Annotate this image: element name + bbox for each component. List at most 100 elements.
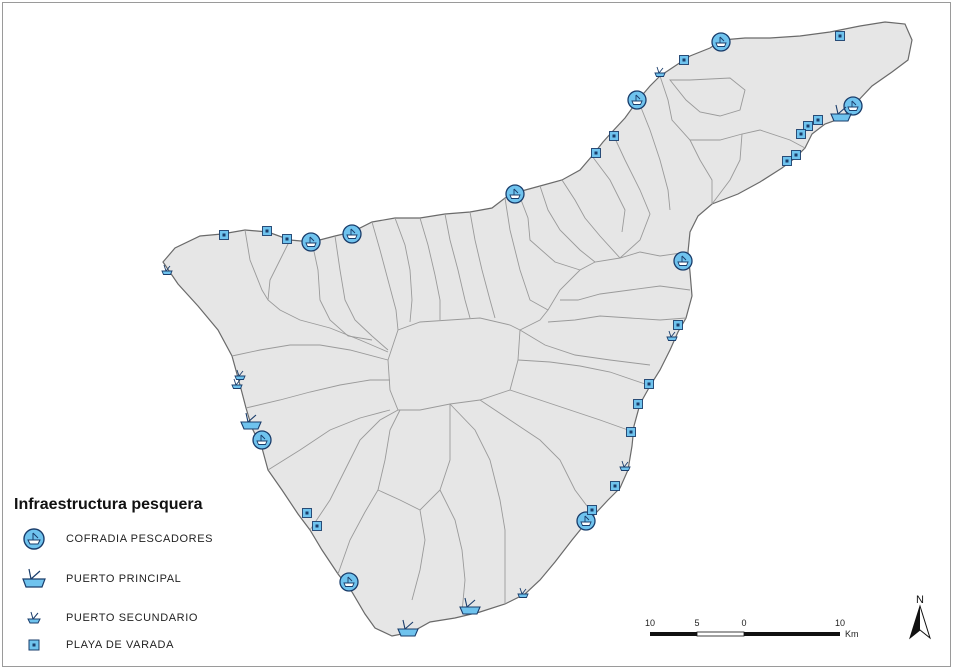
legend: Infraestructura pesquera COFRADIA PESCAD… (14, 496, 314, 651)
boundary-line (267, 409, 391, 471)
boundary-line (637, 99, 671, 211)
puerto-principal-marker (397, 619, 419, 637)
boundary-line (560, 285, 691, 301)
playa-varada-marker (633, 399, 643, 409)
legend-item-playa-varada: PLAYA DE VARADA (14, 632, 174, 658)
playa-varada-marker (312, 521, 322, 531)
puerto-secundario-marker (654, 66, 666, 77)
playa-varada-marker (679, 55, 689, 65)
cofradia-marker (711, 32, 731, 52)
boundary-line (539, 185, 596, 263)
boundary-line (444, 213, 471, 319)
playa-varada-marker (791, 150, 801, 160)
boundary-line (591, 155, 626, 233)
scale-bar-segment (696, 631, 745, 637)
boundary-line (659, 75, 806, 149)
playa-varada-marker (796, 129, 806, 139)
cofradia-icon (14, 526, 54, 552)
boundary-line (561, 179, 621, 259)
boundary-line (449, 403, 506, 604)
scale-unit-label: Km (845, 629, 859, 639)
north-arrow-half (910, 606, 920, 638)
playa-varada-marker (626, 427, 636, 437)
cofradia-marker (627, 90, 647, 110)
boundary-line (334, 235, 389, 351)
boundary-line (419, 404, 451, 511)
playa-varada-marker (813, 115, 823, 125)
legend-label-puerto-secundario: PUERTO SECUNDARIO (66, 612, 199, 624)
cofradia-marker (301, 232, 321, 252)
playa-varada-marker (644, 379, 654, 389)
playa-varada-icon (14, 632, 54, 658)
puerto-secundario-marker (231, 378, 243, 389)
legend-label-cofradia: COFRADIA PESCADORES (66, 533, 214, 545)
puerto-principal-marker (830, 104, 852, 122)
puerto-secundario-marker (161, 264, 173, 275)
playa-varada-marker (609, 131, 619, 141)
municipal-boundaries (231, 75, 806, 613)
puerto-principal-marker (240, 412, 262, 430)
legend-item-puerto-secundario: PUERTO SECUNDARIO (14, 605, 198, 631)
scale-tick-label: 10 (645, 618, 655, 628)
legend-item-puerto-principal: PUERTO PRINCIPAL (14, 566, 181, 592)
boundary-line (371, 221, 399, 331)
legend-label-puerto-principal: PUERTO PRINCIPAL (66, 573, 182, 585)
boundary-line (669, 77, 746, 117)
boundary-line (231, 344, 389, 361)
boundary-line (519, 329, 651, 366)
puerto-secundario-marker (666, 330, 678, 341)
playa-varada-marker (282, 234, 292, 244)
playa-varada-marker (302, 508, 312, 518)
boundary-line (504, 197, 549, 311)
boundary-line (611, 131, 651, 259)
boundary-line (517, 359, 646, 385)
playa-varada-marker (835, 31, 845, 41)
island-shape (162, 21, 913, 637)
scale-tick-label: 10 (835, 618, 845, 628)
scale-bar-segment (744, 632, 840, 636)
boundary-line (689, 139, 713, 204)
boundary-line (547, 315, 687, 323)
playa-varada-marker (782, 156, 792, 166)
playa-varada-marker (262, 226, 272, 236)
cofradia-marker (843, 96, 863, 116)
north-arrow: N (909, 594, 931, 640)
boundary-line (245, 379, 390, 409)
playa-varada-marker (219, 230, 229, 240)
puerto-secundario-marker (234, 369, 246, 380)
boundary-line (419, 217, 441, 320)
boundary-line (439, 489, 466, 613)
cofradia-marker (252, 430, 272, 450)
scale-tick-label: 0 (741, 618, 746, 628)
cofradia-marker (576, 511, 596, 531)
boundary-line (309, 409, 399, 531)
puerto-secundario-marker (619, 460, 631, 471)
legend-item-cofradia: COFRADIA PESCADORES (14, 526, 213, 552)
puerto-secundario-icon (14, 605, 54, 631)
island-outline (162, 21, 913, 637)
boundary-line (267, 239, 291, 301)
legend-label-playa-varada: PLAYA DE VARADA (66, 639, 175, 651)
playa-varada-marker (591, 148, 601, 158)
scale-bar-segment (650, 632, 697, 636)
boundary-line (469, 211, 496, 319)
boundary-line (479, 399, 591, 511)
cofradia-marker (505, 184, 525, 204)
infrastructure-symbols (161, 31, 863, 637)
cofradia-marker (342, 224, 362, 244)
playa-varada-marker (610, 481, 620, 491)
north-label: N (916, 594, 924, 606)
puerto-secundario-marker (517, 587, 529, 598)
cofradia-marker (673, 251, 693, 271)
boundary-line (509, 389, 629, 431)
scale-bar: 10 5 0 10 Km (645, 618, 859, 639)
puerto-principal-marker (459, 597, 481, 615)
boundary-line (377, 489, 426, 601)
cofradia-marker (339, 572, 359, 592)
boundary-line (394, 217, 413, 323)
playa-varada-marker (803, 121, 813, 131)
legend-title: Infraestructura pesquera (14, 496, 203, 513)
boundary-line (519, 251, 689, 331)
